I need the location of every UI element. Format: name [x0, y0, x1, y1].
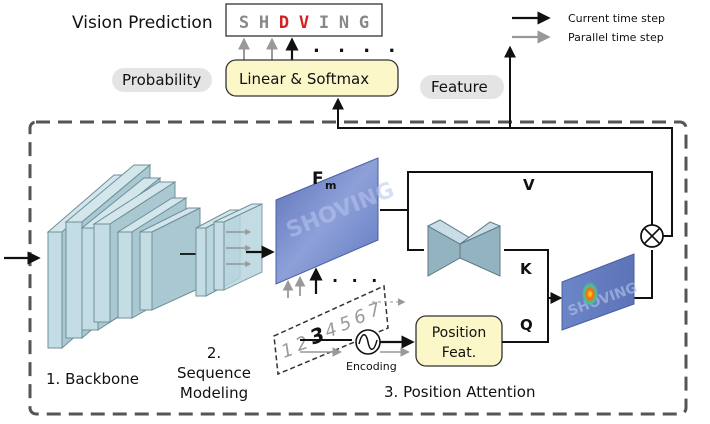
q-label: Q	[520, 316, 533, 334]
sine-wave-icon	[358, 334, 378, 350]
unet-hourglass	[426, 219, 502, 277]
position-attention-label: 3. Position Attention	[384, 383, 535, 401]
index-digit: 1	[279, 339, 297, 363]
legend-parallel-label: Parallel time step	[568, 31, 664, 44]
output-feedback-line	[337, 108, 673, 237]
fm-feature-map	[275, 157, 379, 285]
position-feat-line2: Feat.	[442, 345, 476, 361]
v-label: V	[523, 176, 535, 194]
prediction-dots: . . . .	[313, 36, 401, 57]
prediction-char: H	[259, 13, 269, 33]
fm-label: F	[312, 169, 324, 189]
probability-pill	[112, 68, 212, 92]
prediction-char: V	[299, 13, 309, 33]
linear-softmax-label: Linear & Softmax	[239, 70, 369, 88]
feature-pill	[420, 75, 504, 99]
prediction-char: S	[239, 13, 249, 33]
fm-subscript: m	[325, 179, 336, 192]
prediction-box	[225, 3, 383, 37]
backbone-blocks	[46, 163, 201, 350]
attention-hotspot	[581, 281, 599, 307]
seq-label-line2: Sequence	[177, 364, 251, 382]
index-digit: 5	[337, 312, 355, 336]
legend-current-label: Current time step	[568, 12, 665, 25]
prediction-char: I	[319, 13, 329, 33]
index-digit: 6	[351, 306, 369, 330]
probability-label: Probability	[122, 71, 201, 89]
fm-dots: . . .	[332, 267, 381, 286]
sequence-modeling-blocks	[195, 203, 263, 297]
index-strip	[273, 284, 389, 376]
seq-label-line1: 2.	[207, 344, 221, 362]
position-feat-line1: Position	[432, 325, 487, 341]
attention-flow-lines	[380, 171, 653, 343]
feature-label: Feature	[431, 78, 488, 96]
seq-label-line3: Modeling	[180, 384, 248, 402]
prediction-char: D	[279, 13, 289, 33]
linear-softmax-box	[225, 59, 399, 97]
encoding-label: Encoding	[346, 360, 397, 373]
prediction-char: G	[359, 13, 369, 33]
k-label: K	[520, 260, 533, 278]
prediction-char: N	[339, 13, 349, 33]
vision-prediction-label: Vision Prediction	[72, 13, 213, 33]
backbone-label: 1. Backbone	[46, 370, 139, 388]
main-dashed-container	[28, 120, 688, 416]
